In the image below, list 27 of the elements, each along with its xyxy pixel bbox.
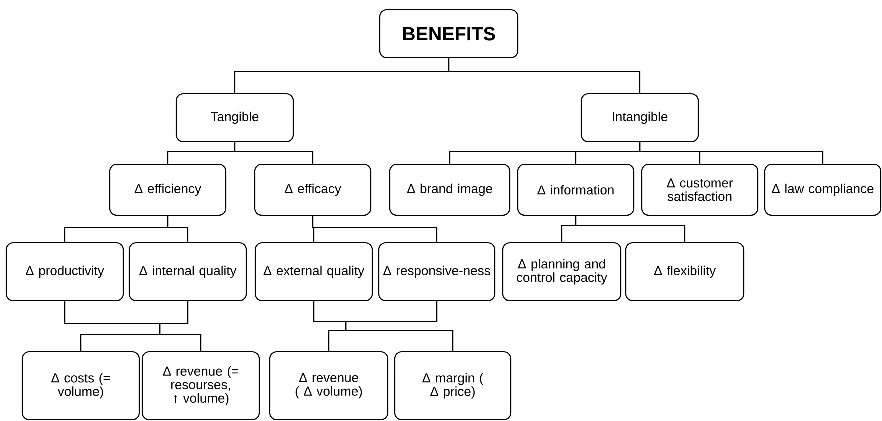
category-box: Δ efficacy <box>254 164 372 216</box>
category-box: Δ responsive-ness <box>378 242 496 302</box>
connector-line <box>448 58 641 94</box>
title-box: BENEFITS <box>379 9 519 59</box>
category-box: Δ internal quality <box>128 242 248 302</box>
category-box: Δ brand image <box>389 164 511 216</box>
category-box: Δ revenue (= resourses, ↑ volume) <box>142 351 260 421</box>
category-box: Δ revenue ( Δ volume) <box>269 351 389 421</box>
category-box: Δ productivity <box>6 242 124 302</box>
connector-line <box>345 302 454 352</box>
category-box: Δ planning and control capacity <box>502 242 622 302</box>
category-box: Intangible <box>580 93 700 143</box>
category-box: Δ margin ( Δ price) <box>394 351 512 421</box>
category-box: Δ information <box>517 164 635 216</box>
category-box: Δ external quality <box>254 242 374 302</box>
category-box: Δ costs (= volume) <box>22 351 140 421</box>
connector-line <box>234 142 314 164</box>
category-box: Δ customer satisfaction <box>641 164 759 216</box>
category-box: Δ efficiency <box>109 164 227 216</box>
category-box: Tangible <box>176 93 294 143</box>
connector-line <box>159 302 202 352</box>
connector-line <box>639 142 824 164</box>
connector-line <box>575 216 686 242</box>
connector-line <box>167 216 189 242</box>
category-box: Δ flexibility <box>625 242 745 302</box>
connector-line <box>312 216 438 242</box>
category-box: Δ law compliance <box>764 164 882 216</box>
